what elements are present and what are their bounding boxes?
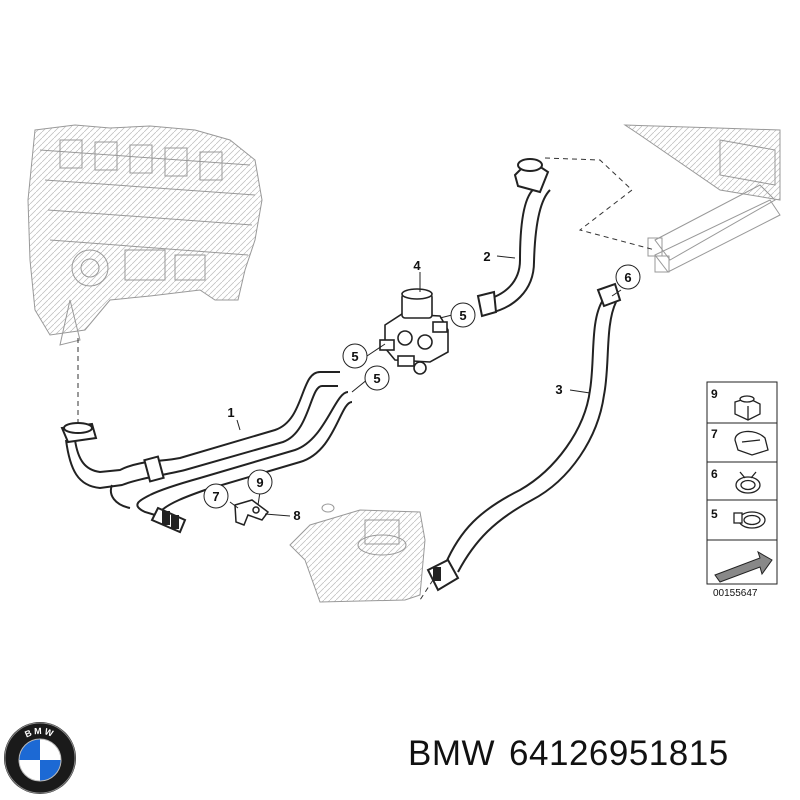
callout-5b-text: 5 [351, 349, 358, 364]
legend-label-5: 5 [711, 507, 718, 521]
bmw-logo-lettering: BMW [23, 726, 54, 740]
parts-legend: 9 7 6 5 [706, 381, 778, 585]
legend-label-6: 6 [711, 467, 718, 481]
callout-3: 3 [555, 382, 562, 397]
callout-7-text: 7 [212, 489, 219, 504]
callout-1-text: 1 [227, 405, 234, 420]
expansion-tank-illustration [289, 503, 426, 603]
hose-1 [60, 371, 353, 534]
spring-clamp-icon [735, 471, 761, 494]
hose-2 [476, 158, 551, 318]
callout-4-text: 4 [413, 258, 421, 273]
callout-2: 2 [483, 249, 490, 264]
heater-core-illustration [623, 124, 781, 273]
nut-icon [734, 395, 761, 421]
dashed-reference-lines [77, 157, 656, 601]
callout-1: 1 [227, 405, 234, 420]
callout-6: 6 [615, 264, 641, 290]
callout-4: 4 [413, 258, 421, 273]
engine-block-illustration [27, 124, 263, 346]
callout-5a: 5 [450, 302, 476, 328]
callout-6-text: 6 [624, 270, 631, 285]
hose-clamp-icon [733, 511, 766, 529]
callout-7: 7 [203, 483, 229, 509]
diagram-reference-number: 00155647 [713, 588, 758, 599]
clip-icon [734, 430, 769, 456]
legend-label-9: 9 [711, 387, 718, 401]
part-number: 64126951815 [509, 734, 729, 773]
callout-5b: 5 [342, 343, 368, 369]
valve-illustration [379, 288, 449, 375]
direction-arrow-icon [714, 550, 773, 583]
callout-5c: 5 [364, 365, 390, 391]
callout-9-text: 9 [256, 475, 263, 490]
hose-3 [426, 282, 622, 592]
callout-2-text: 2 [483, 249, 490, 264]
callout-3-text: 3 [555, 382, 562, 397]
callout-9: 9 [247, 469, 273, 495]
brand-name: BMW [408, 734, 496, 773]
part-caption: BMW 64126951815 [408, 734, 743, 774]
bracket-illustration [234, 499, 270, 526]
callout-8: 8 [293, 508, 300, 523]
callout-5c-text: 5 [373, 371, 380, 386]
callout-8-text: 8 [293, 508, 300, 523]
callout-5a-text: 5 [459, 308, 466, 323]
legend-label-7: 7 [711, 427, 718, 441]
svg-text:BMW: BMW [23, 726, 56, 740]
bmw-logo: BMW [4, 722, 76, 794]
